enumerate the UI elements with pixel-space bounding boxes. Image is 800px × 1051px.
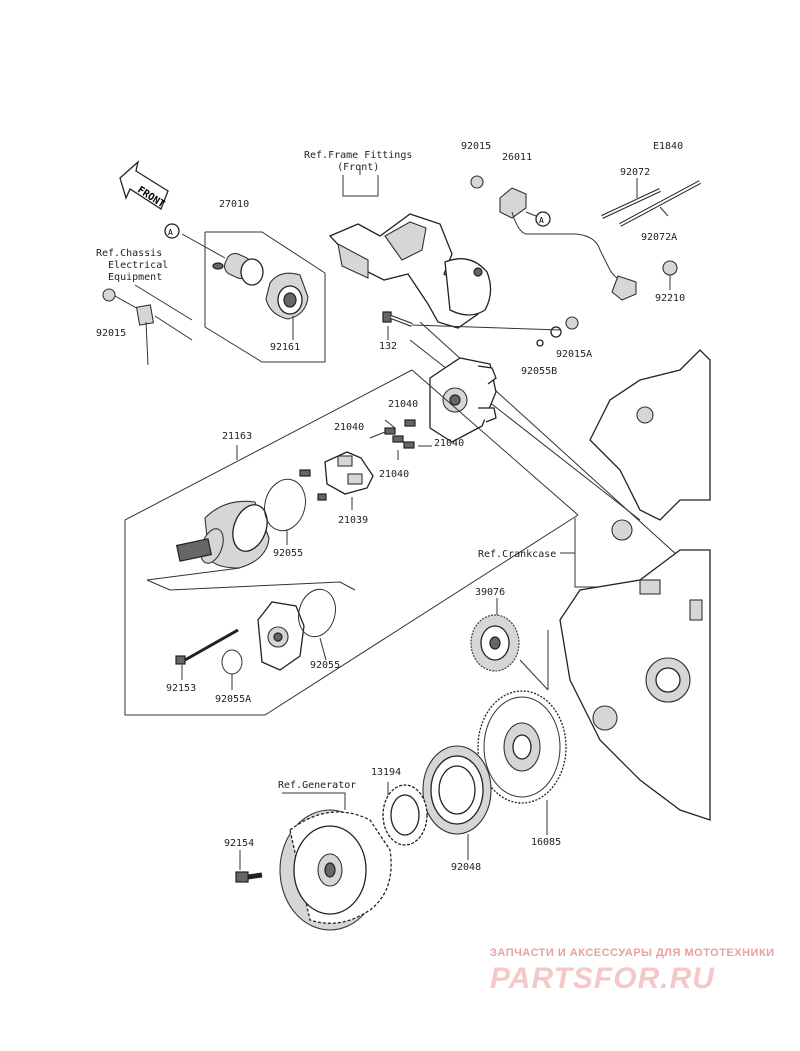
starter-group-outline <box>124 369 579 716</box>
svg-text:A: A <box>539 216 544 225</box>
part-number: 92055 <box>310 660 341 671</box>
diagram-code: E1840 <box>653 141 684 152</box>
o-ring-small <box>221 649 243 675</box>
bolt-132 <box>382 311 413 327</box>
generator-rotor <box>279 809 392 931</box>
part-number: 13194 <box>371 767 402 778</box>
idler-gear <box>470 614 520 672</box>
part-number: 92072 <box>620 167 651 178</box>
one-way-clutch <box>382 784 428 846</box>
callout-a-left: A <box>164 223 180 239</box>
starter-relay <box>181 233 264 286</box>
part-number: 92055B <box>521 366 558 377</box>
part-number: 21040 <box>379 469 410 480</box>
brush-holder <box>299 451 374 501</box>
starter-clutch-gear <box>477 690 567 804</box>
ref-generator: Ref.Generator <box>278 780 357 791</box>
part-number: 92015 <box>461 141 492 152</box>
bearing-92048 <box>422 745 492 835</box>
watermark-tagline: ЗАПЧАСТИ И АКСЕССУАРЫ ДЛЯ МОТОТЕХНИКИ <box>490 947 775 959</box>
part-number: 92015 <box>96 328 127 339</box>
part-number: 92210 <box>655 293 686 304</box>
part-number: 21040 <box>434 438 465 449</box>
part-number: 21163 <box>222 431 253 442</box>
part-number: 39076 <box>475 587 506 598</box>
callout-a-right: A <box>535 211 551 227</box>
o-ring-lower <box>298 588 336 638</box>
ref-frame-bracket <box>342 175 379 197</box>
starter-motor-yoke <box>146 500 270 581</box>
starter-cable <box>470 175 637 301</box>
cable-ties <box>601 178 701 227</box>
nut-92210 <box>662 260 678 276</box>
part-number: 26011 <box>502 152 533 163</box>
ref-frame-fittings: Ref.Frame Fittings (Front) <box>304 150 413 173</box>
part-number: 16085 <box>531 837 562 848</box>
part-number: 27010 <box>219 199 250 210</box>
starter-front-bracket <box>257 601 305 671</box>
part-number: 92055A <box>215 694 252 705</box>
part-number: 21040 <box>388 399 419 410</box>
chassis-fitting <box>102 284 193 366</box>
long-bolt-92153 <box>175 628 239 665</box>
starter-end-cover <box>429 357 497 443</box>
part-number: 92153 <box>166 683 197 694</box>
crankcase <box>559 349 711 821</box>
part-number: 92055 <box>273 548 304 559</box>
ref-crankcase: Ref.Crankcase <box>478 549 557 560</box>
terminal-nuts <box>536 316 579 347</box>
watermark-logo: PARTSFOR.RU <box>490 962 715 995</box>
part-number: 92015A <box>556 349 593 360</box>
front-arrow-icon: FRONT <box>119 160 169 210</box>
svg-text:A: A <box>168 228 173 237</box>
o-ring-upper <box>264 478 306 532</box>
part-number: 92048 <box>451 862 482 873</box>
bolt-92154 <box>235 871 263 883</box>
part-number: 92072A <box>641 232 678 243</box>
relay-group-outline <box>204 231 326 363</box>
ref-chassis-electrical: Ref.Chassis Electrical Equipment <box>96 248 169 283</box>
frame-bracket <box>328 213 492 329</box>
relay-boot <box>265 272 309 320</box>
part-number: 21040 <box>334 422 365 433</box>
part-number: 132 <box>379 341 398 352</box>
brushes <box>384 419 416 449</box>
part-number: 92154 <box>224 838 255 849</box>
part-number: 21039 <box>338 515 369 526</box>
part-number: 92161 <box>270 342 301 353</box>
